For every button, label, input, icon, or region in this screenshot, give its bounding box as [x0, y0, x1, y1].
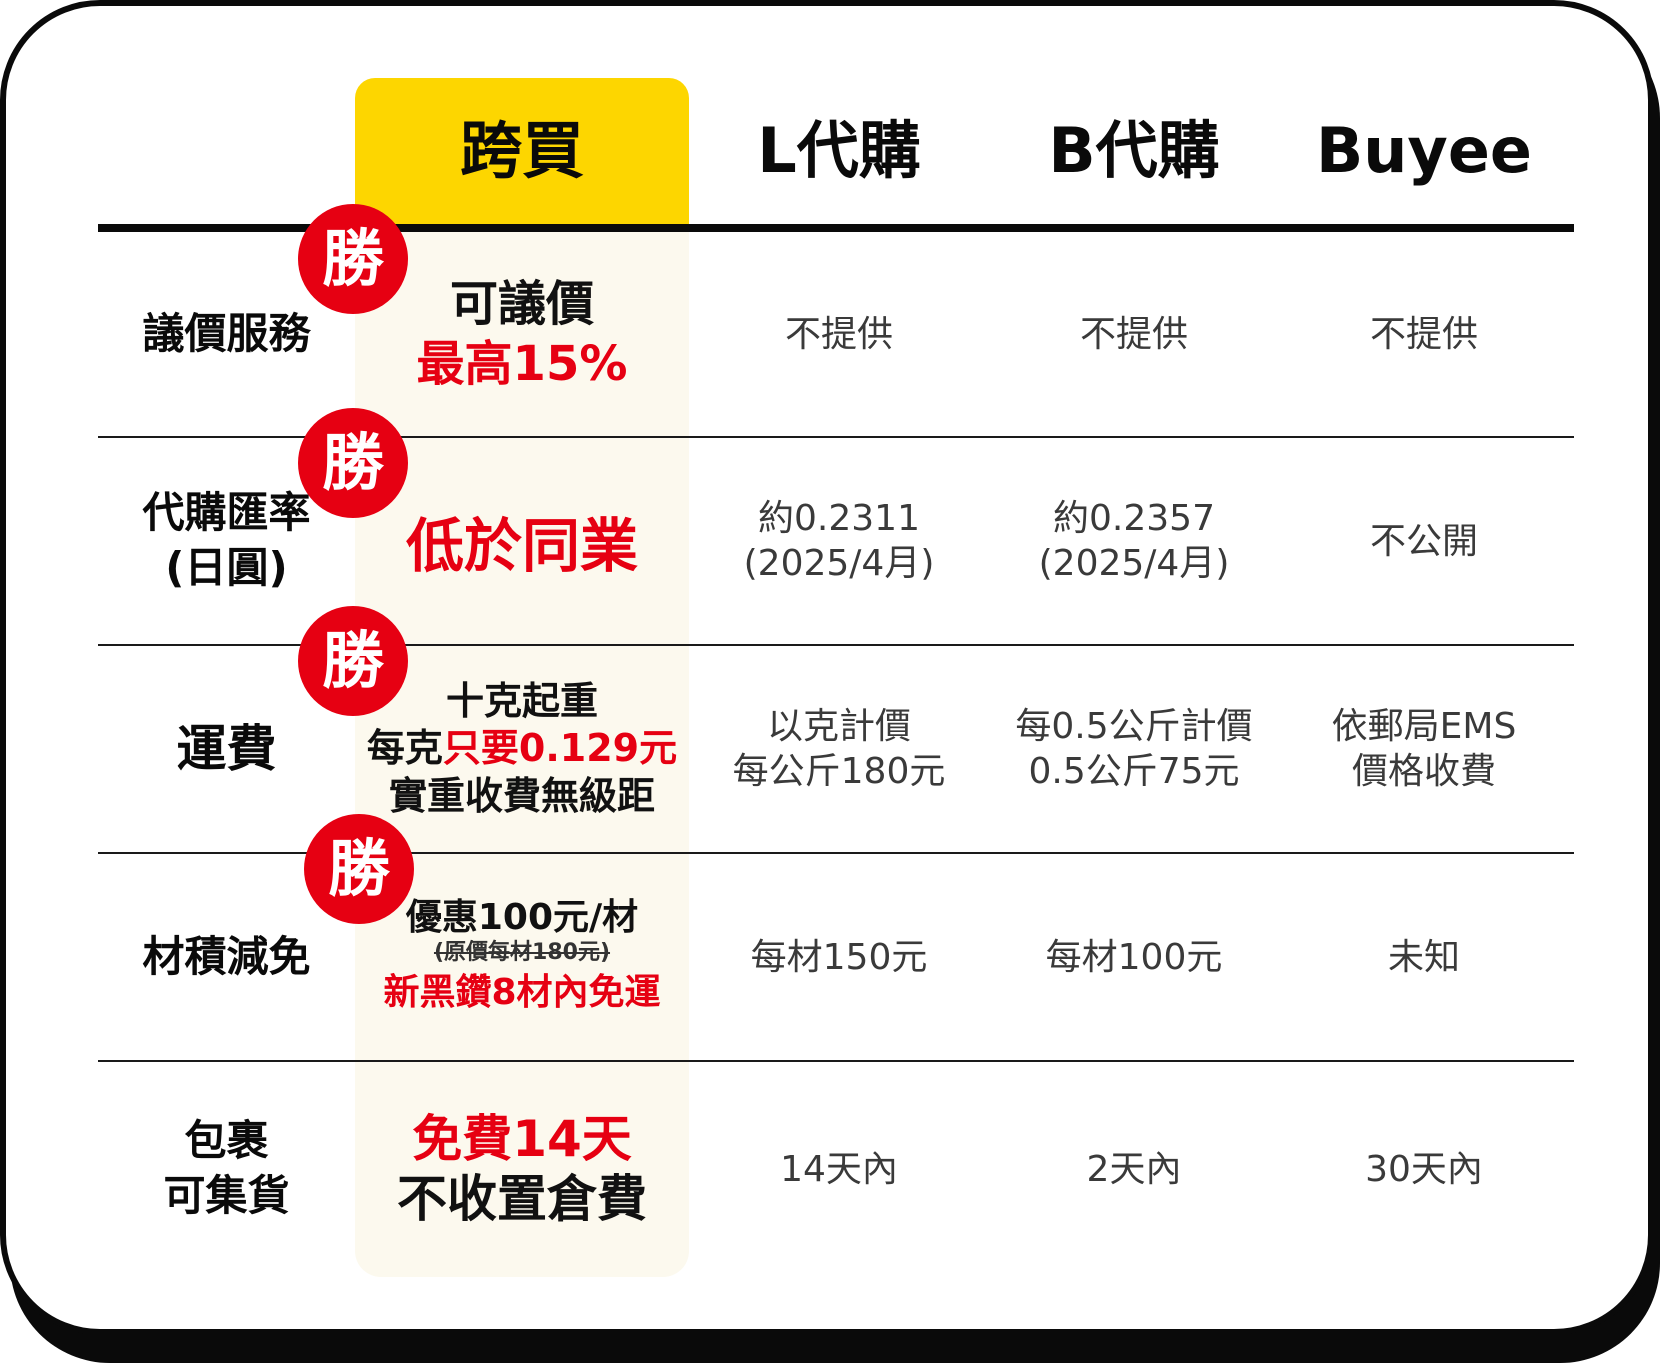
cell-text: 14天內: [780, 1148, 898, 1190]
row-divider: [98, 436, 1574, 438]
featured-highlight: 只要0.129元: [442, 726, 678, 771]
featured-highlight: 低於同業: [405, 512, 638, 580]
comparison-card: 跨買 L代購 B代購 Buyee 勝 議價服務 可議價 最高15% 不提供 不提…: [0, 0, 1654, 1335]
featured-highlight: 新黑鑽8材內免運: [383, 971, 661, 1013]
row-label-text: 運費: [176, 719, 277, 778]
cell-l-exchange-rate: 約0.2311 (2025/4月): [689, 438, 989, 644]
cell-text: 30天內: [1365, 1148, 1483, 1190]
cell-text: 每材150元: [750, 936, 928, 978]
cell-l-bargain: 不提供: [689, 232, 989, 436]
cell-text: 不公開: [1369, 520, 1478, 562]
cell-text: (2025/4月): [743, 543, 935, 584]
cell-buyee-volume: 未知: [1279, 854, 1569, 1060]
cell-buyee-consolidation: 30天內: [1279, 1062, 1569, 1276]
cell-text: 以克計價: [766, 706, 911, 747]
column-header-b: B代購: [1048, 114, 1220, 187]
cell-b-exchange-rate: 約0.2357 (2025/4月): [989, 438, 1279, 644]
cell-text: 依郵局EMS: [1331, 706, 1517, 747]
featured-text: 不收置倉費: [397, 1170, 647, 1228]
featured-text: 可議價: [449, 276, 594, 332]
cell-text: 2天內: [1086, 1148, 1182, 1190]
featured-text: 十克起重: [445, 678, 598, 723]
row-label-text: 代購匯率: [142, 488, 311, 538]
column-header-buyee: Buyee: [1316, 114, 1532, 187]
featured-text: 優惠100元/材: [405, 896, 639, 938]
cell-buyee-exchange-rate: 不公開: [1279, 438, 1569, 644]
column-header-kuamai: 跨買: [459, 114, 584, 187]
featured-text: 每克: [366, 726, 443, 771]
win-badge: 勝: [298, 606, 408, 716]
cell-text: 未知: [1387, 936, 1460, 978]
row-label-consolidation: 包裹 可集貨: [98, 1062, 355, 1276]
featured-cell-consolidation: 免費14天 不收置倉費: [355, 1062, 689, 1276]
featured-text: 實重收費無級距: [388, 773, 655, 818]
cell-b-volume: 每材100元: [989, 854, 1279, 1060]
featured-cell-volume: 優惠100元/材 (原價每材180元) 新黑鑽8材內免運: [355, 854, 689, 1060]
header-divider: [98, 224, 1574, 232]
column-header-l: L代購: [757, 114, 921, 187]
cell-l-volume: 每材150元: [689, 854, 989, 1060]
cell-text: 不提供: [1079, 313, 1188, 355]
row-divider: [98, 852, 1574, 854]
cell-l-shipping: 以克計價 每公斤180元: [689, 646, 989, 852]
cell-text: 價格收費: [1351, 751, 1496, 792]
cell-text: 不提供: [784, 313, 893, 355]
original-price-strikethrough: (原價每材180元): [433, 940, 611, 966]
featured-cell-bargain: 可議價 最高15%: [355, 232, 689, 436]
row-divider: [98, 644, 1574, 646]
featured-highlight: 免費14天: [412, 1110, 632, 1168]
cell-text: 0.5公斤75元: [1028, 751, 1240, 792]
cell-b-bargain: 不提供: [989, 232, 1279, 436]
row-label-text: 議價服務: [142, 308, 311, 358]
row-label-text: 可集貨: [163, 1171, 290, 1220]
cell-buyee-bargain: 不提供: [1279, 232, 1569, 436]
cell-text: 每材100元: [1045, 936, 1223, 978]
row-label-text: (日圓): [165, 543, 288, 592]
featured-price-line: 每克只要0.129元: [367, 725, 677, 773]
row-label-bargain: 議價服務: [98, 232, 355, 436]
cell-l-consolidation: 14天內: [689, 1062, 989, 1276]
cell-b-consolidation: 2天內: [989, 1062, 1279, 1276]
cell-text: 約0.2311: [758, 498, 920, 539]
featured-cell-exchange-rate: 低於同業: [355, 438, 689, 644]
cell-text: (2025/4月): [1038, 543, 1230, 584]
win-badge: 勝: [298, 204, 408, 314]
row-label-shipping: 運費: [98, 646, 355, 852]
row-label-volume: 材積減免: [98, 854, 355, 1060]
featured-column-bg: [355, 228, 689, 1277]
win-badge: 勝: [304, 814, 414, 924]
row-label-text: 包裹: [184, 1116, 269, 1166]
cell-text: 不提供: [1369, 313, 1478, 355]
row-divider: [98, 1060, 1574, 1062]
cell-text: 約0.2357: [1053, 498, 1215, 539]
cell-text: 每公斤180元: [732, 751, 946, 792]
row-label-text: 材積減免: [142, 931, 311, 981]
featured-cell-shipping: 十克起重 每克只要0.129元 實重收費無級距: [355, 646, 689, 852]
row-label-exchange-rate: 代購匯率 (日圓): [98, 438, 355, 644]
cell-buyee-shipping: 依郵局EMS 價格收費: [1279, 646, 1569, 852]
cell-b-shipping: 每0.5公斤計價 0.5公斤75元: [989, 646, 1279, 852]
featured-column-header-bg: [355, 78, 689, 228]
win-badge: 勝: [298, 408, 408, 518]
cell-text: 每0.5公斤計價: [1015, 706, 1253, 747]
featured-highlight: 最高15%: [416, 336, 628, 392]
